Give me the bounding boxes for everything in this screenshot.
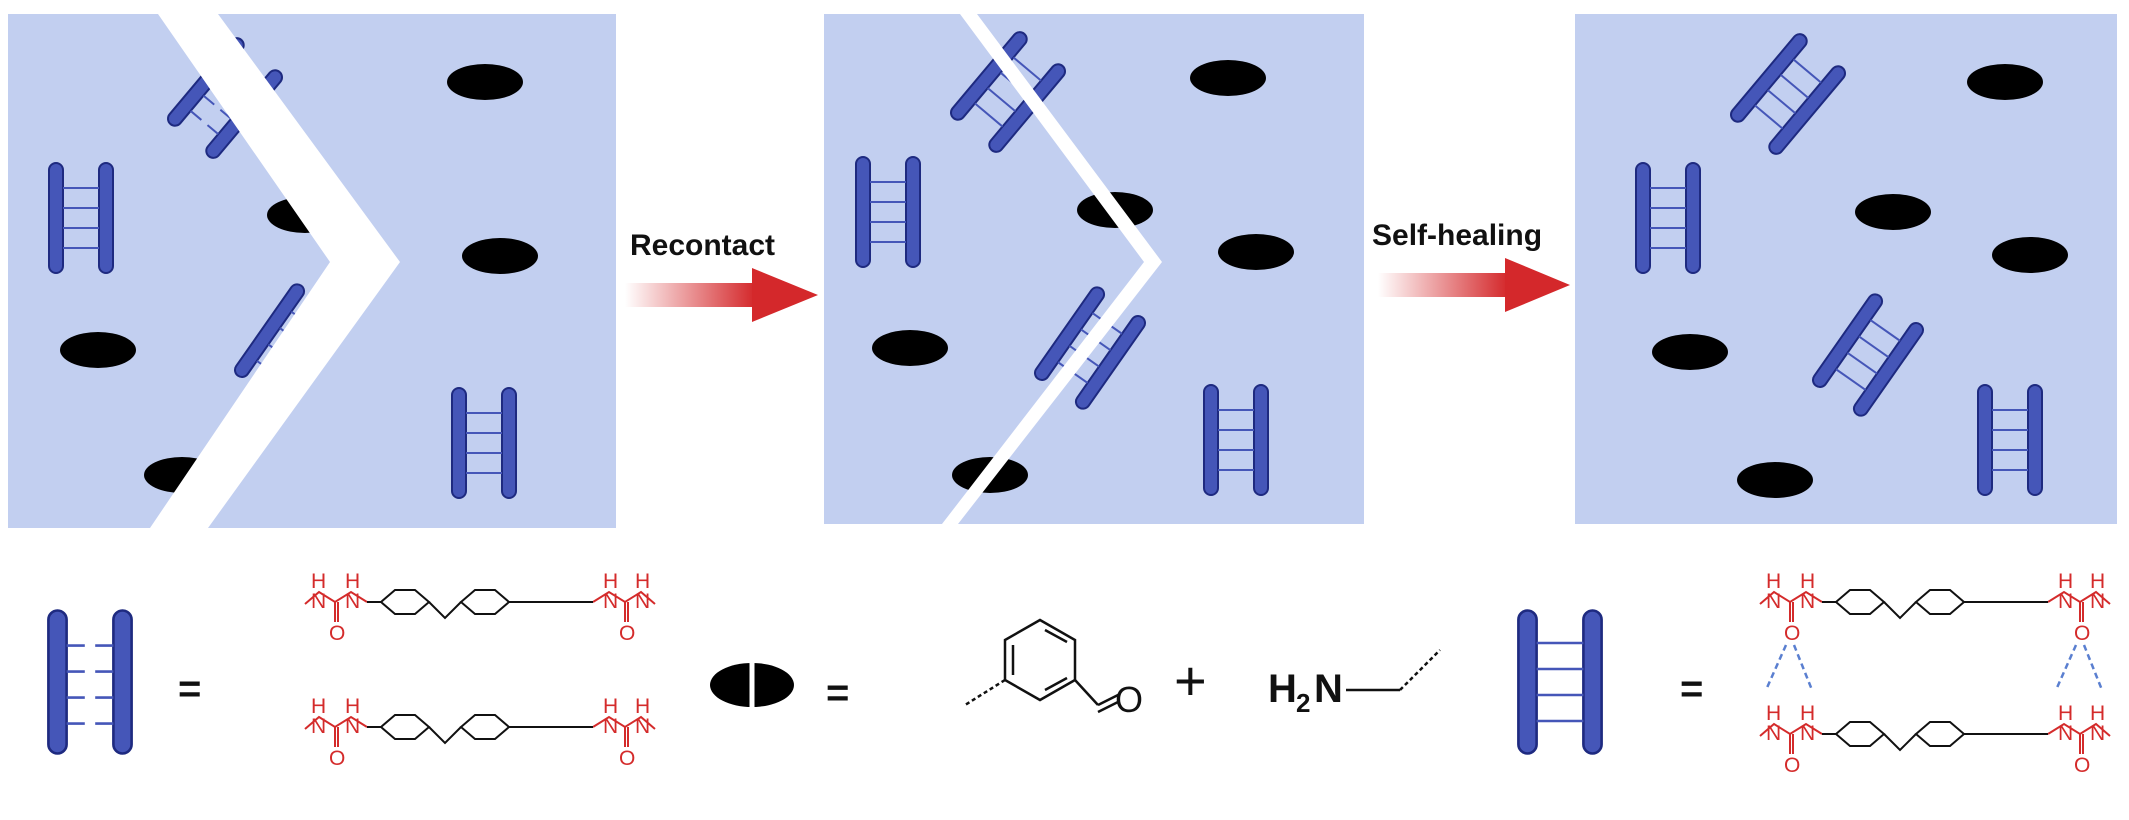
svg-text:H: H: [345, 570, 360, 593]
rod-pair-icon: [1517, 609, 1603, 755]
svg-text:N: N: [2090, 722, 2105, 745]
svg-text:H: H: [1766, 702, 1781, 725]
svg-text:N: N: [635, 715, 650, 738]
svg-text:H: H: [2090, 702, 2105, 725]
panel-recontact: [824, 14, 1364, 524]
split-ellipse-icon: [710, 660, 794, 710]
svg-text:N: N: [1800, 590, 1815, 613]
legend-rods-bonded: = H N O H N H N O H N H N O H N H: [1517, 570, 2111, 777]
aldehyde-oxygen: O: [1115, 679, 1143, 720]
urea-molecule-bottom: H N O H N H N O H N: [1759, 702, 2111, 777]
ellipse-icon: [462, 238, 538, 274]
rod-pair-icon: [47, 609, 133, 755]
svg-text:O: O: [2074, 622, 2090, 645]
panel-healed: [1575, 14, 2117, 524]
svg-text:O: O: [2074, 754, 2090, 777]
svg-text:H: H: [1268, 667, 1297, 711]
svg-text:N: N: [1314, 667, 1343, 711]
ellipse-icon: [872, 330, 948, 366]
svg-text:N: N: [1800, 722, 1815, 745]
svg-text:N: N: [345, 715, 360, 738]
urea-molecule-top: H N O H N H N O H N: [304, 570, 656, 645]
svg-text:H: H: [1800, 570, 1815, 593]
arrow-recontact: Recontact: [625, 229, 818, 322]
svg-text:H: H: [1800, 702, 1815, 725]
svg-text:H: H: [311, 695, 326, 718]
arrow-icon: [625, 283, 755, 307]
svg-text:H: H: [603, 570, 618, 593]
ellipse-icon: [1967, 64, 2043, 100]
svg-text:H: H: [2090, 570, 2105, 593]
arrow-self-healing: Self-healing: [1372, 219, 1570, 312]
svg-text:H: H: [2058, 702, 2073, 725]
svg-text:N: N: [1766, 590, 1781, 613]
svg-text:N: N: [2058, 722, 2073, 745]
svg-text:N: N: [345, 590, 360, 613]
legend-ellipse: = O + H 2 N: [710, 618, 1441, 720]
svg-text:2: 2: [1296, 688, 1310, 718]
ellipse-icon: [1218, 234, 1294, 270]
arrow-label-self-healing: Self-healing: [1372, 219, 1542, 252]
svg-text:H: H: [603, 695, 618, 718]
panel-cracked: [8, 14, 616, 528]
hydrogen-bonds: [1764, 644, 2104, 691]
svg-text:N: N: [1766, 722, 1781, 745]
svg-text:H: H: [1766, 570, 1781, 593]
crack-icon: [150, 14, 400, 528]
svg-text:O: O: [329, 747, 345, 770]
svg-text:N: N: [311, 590, 326, 613]
arrow-label-recontact: Recontact: [630, 229, 775, 262]
svg-text:O: O: [329, 622, 345, 645]
svg-text:H: H: [2058, 570, 2073, 593]
svg-text:N: N: [2090, 590, 2105, 613]
svg-text:N: N: [635, 590, 650, 613]
arrow-icon: [1378, 273, 1508, 297]
equals-sign: =: [178, 667, 201, 711]
svg-text:H: H: [635, 695, 650, 718]
ellipse-icon: [1737, 462, 1813, 498]
ellipse-icon: [60, 332, 136, 368]
svg-text:O: O: [619, 622, 635, 645]
urea-molecule-bottom: H N O H N H N O H N: [304, 695, 656, 770]
ellipse-icon: [1992, 237, 2068, 273]
amine-structure: H 2 N: [1268, 649, 1441, 718]
ellipse-icon: [447, 64, 523, 100]
svg-text:O: O: [1784, 622, 1800, 645]
svg-text:N: N: [603, 590, 618, 613]
legend-rods-open: = H N O H N H N O H N H N O H N H N O H …: [47, 570, 656, 770]
equals-sign: =: [826, 671, 849, 715]
svg-text:N: N: [603, 715, 618, 738]
urea-molecule-top: H N O H N H N O H N: [1759, 570, 2111, 645]
svg-text:H: H: [635, 570, 650, 593]
svg-text:N: N: [311, 715, 326, 738]
ellipse-icon: [1190, 60, 1266, 96]
ellipse-icon: [1855, 194, 1931, 230]
crack-icon: [942, 14, 1162, 524]
benzaldehyde-structure: [964, 618, 1119, 714]
plus-sign: +: [1174, 649, 1207, 712]
ellipse-icon: [1652, 334, 1728, 370]
svg-text:O: O: [619, 747, 635, 770]
svg-text:O: O: [1784, 754, 1800, 777]
equals-sign: =: [1680, 667, 1703, 711]
svg-text:H: H: [345, 695, 360, 718]
svg-text:H: H: [311, 570, 326, 593]
svg-text:N: N: [2058, 590, 2073, 613]
